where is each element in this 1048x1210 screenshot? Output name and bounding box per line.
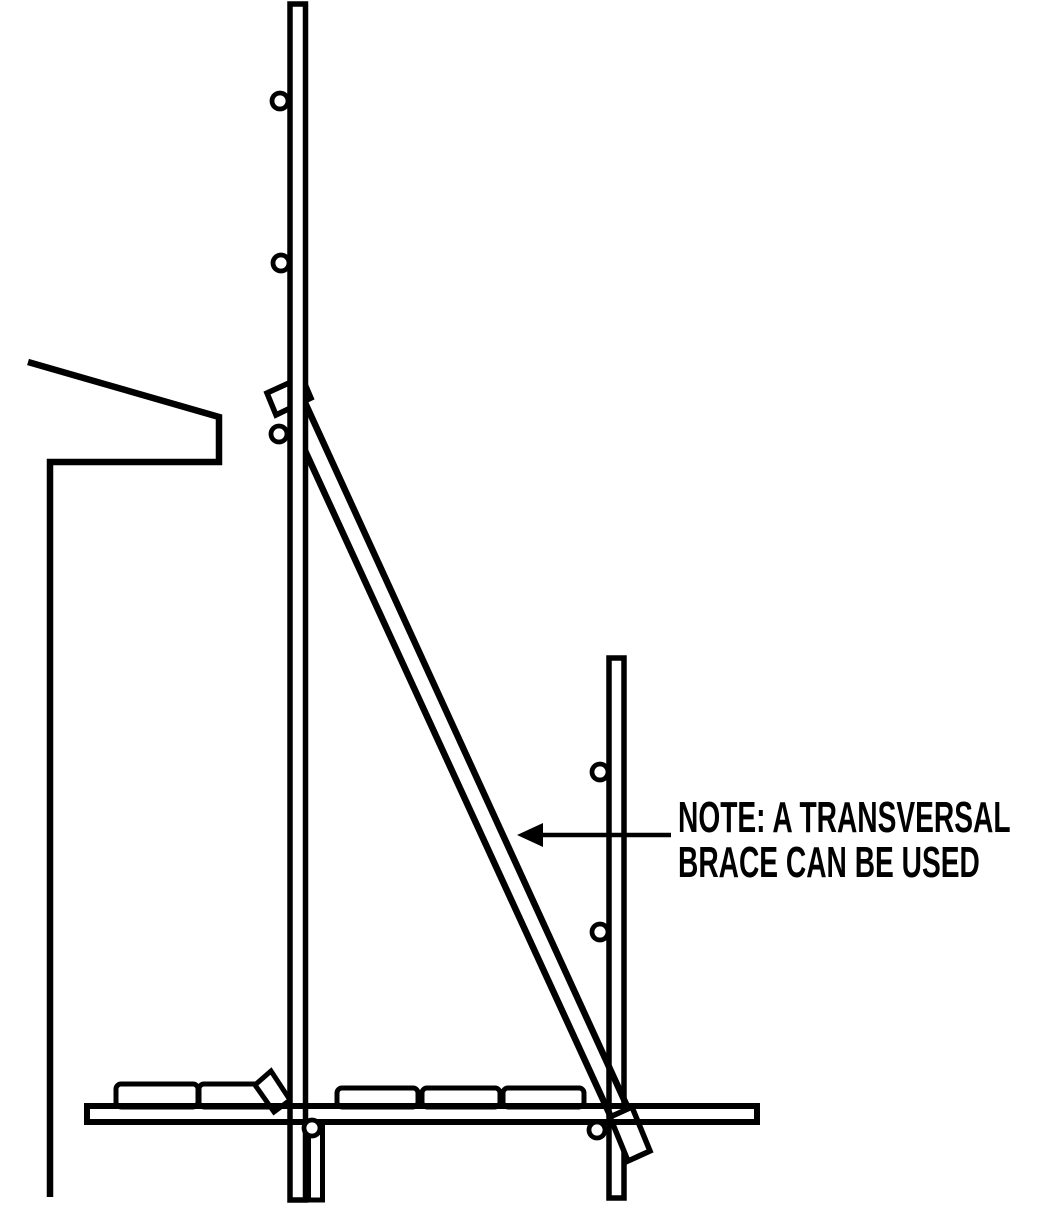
note-arrow — [517, 823, 671, 847]
main-vertical-post — [287, 1, 309, 1203]
note-text-line-1: NOTE: A TRANSVERSAL — [678, 793, 1011, 842]
bolt-hole-icon — [268, 423, 290, 445]
bolt-hole-icon — [589, 921, 611, 943]
bolt-hole-icon — [270, 252, 292, 274]
bolt-hole-icon — [301, 1117, 323, 1139]
wall-ledge-profile — [27, 358, 223, 1197]
brace-edge-left — [299, 442, 630, 1154]
note-arrow-head-icon — [517, 823, 543, 847]
note-annotation: NOTE: A TRANSVERSAL BRACE CAN BE USED — [678, 793, 1011, 887]
horizontal-platform — [84, 1103, 760, 1125]
bolt-hole-icon — [586, 1119, 608, 1141]
brace-edge-right — [299, 394, 651, 1154]
bolt-hole-icon — [269, 90, 291, 112]
note-text-line-2: BRACE CAN BE USED — [678, 838, 980, 887]
diagonal-transversal-brace — [299, 394, 651, 1154]
bolt-hole-icon — [589, 761, 611, 783]
bolt-holes — [268, 90, 611, 1141]
